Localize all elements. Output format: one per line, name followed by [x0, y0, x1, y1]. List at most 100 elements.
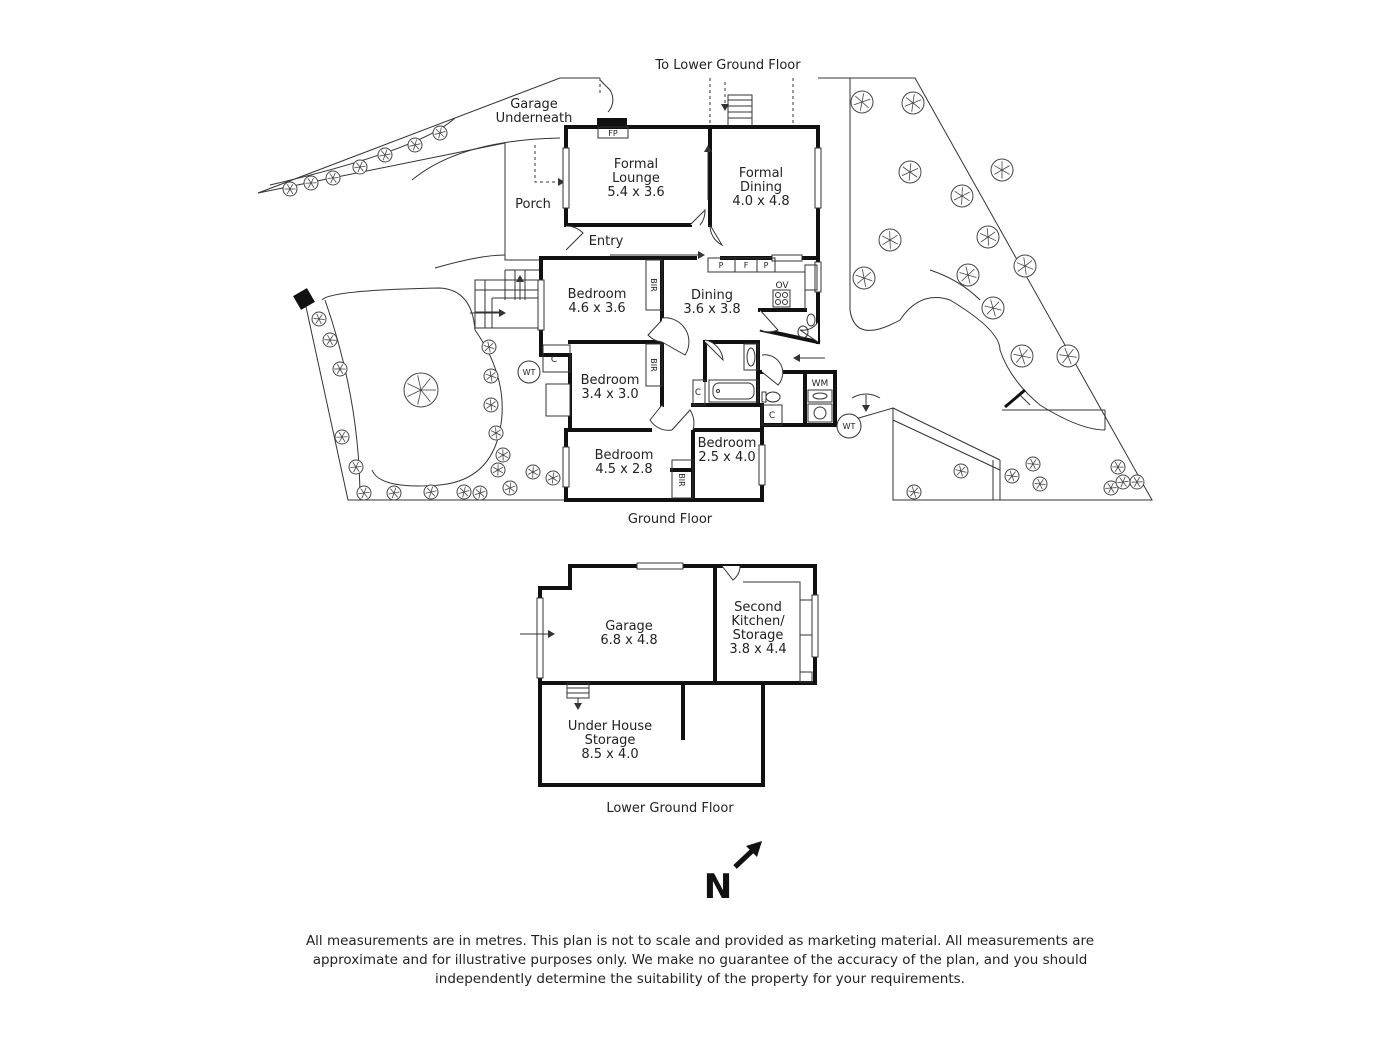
tree-branch — [479, 487, 482, 494]
garage-underneath-label-1: Garage — [510, 97, 558, 112]
tree-branch — [356, 162, 361, 168]
tree-branch — [434, 132, 441, 135]
tree-branch — [987, 231, 996, 238]
tree-branch — [913, 487, 919, 493]
tree-branch — [384, 149, 388, 156]
tree-branch — [318, 318, 325, 320]
tree-branch — [491, 432, 497, 437]
tree-branch — [329, 335, 334, 341]
tree-branch — [1039, 483, 1046, 486]
fridge-label: F — [744, 261, 749, 270]
tree-branch — [502, 454, 509, 458]
tree-branch — [1117, 461, 1122, 468]
tree-branch — [489, 370, 492, 377]
tree-branch — [338, 432, 343, 438]
formal-lounge-dimensions: 5.4 x 3.6 — [607, 185, 664, 200]
tree-branch — [332, 177, 339, 179]
tree-branch — [502, 451, 508, 456]
tree-branch — [479, 490, 486, 494]
tree-branch — [495, 432, 502, 436]
tree-branch — [426, 487, 432, 493]
site-boundary — [257, 77, 1153, 501]
tree-branch — [1133, 481, 1138, 488]
ground-floor-fixtures — [517, 257, 862, 499]
tree-branch — [1017, 265, 1026, 272]
tree-branch — [1011, 475, 1018, 478]
tree-branch — [363, 492, 368, 498]
tree-branch — [353, 466, 357, 473]
tree-branch — [955, 469, 962, 472]
tree-branch — [414, 139, 417, 146]
bedroom-1-dimensions: 4.6 x 3.6 — [568, 301, 625, 316]
tree-branch — [984, 305, 994, 309]
tree-branch — [486, 375, 492, 380]
tree-branch — [863, 277, 867, 287]
tree-branch — [911, 486, 915, 493]
to-lower-ground-label: To Lower Ground Floor — [654, 58, 801, 73]
tree-branch — [487, 341, 490, 348]
tree-branch — [390, 488, 395, 494]
tree-branch — [1059, 354, 1069, 357]
chimney — [597, 118, 627, 127]
tree-branch — [490, 404, 497, 408]
tree-branch — [1136, 481, 1141, 487]
tree-branch — [484, 346, 490, 352]
tree-branch — [1067, 355, 1077, 358]
oven-label: OV — [775, 281, 789, 291]
tree-branch — [308, 182, 312, 189]
tree-branch — [384, 154, 389, 160]
tree-branch — [483, 344, 490, 348]
tree-branch — [475, 488, 481, 494]
garden-trees — [282, 90, 1145, 501]
tree-branch — [439, 132, 445, 138]
tree-branch — [318, 314, 323, 320]
tree-branch — [959, 272, 969, 276]
tree-branch — [882, 239, 891, 246]
tree-branch — [459, 487, 465, 493]
ground-floor-arrows — [470, 145, 881, 412]
tree-branch — [861, 101, 869, 109]
tree-branch — [532, 469, 539, 473]
bir-3-label: BIR — [677, 473, 686, 487]
tree-branch — [912, 102, 921, 109]
north-label: N — [704, 867, 732, 907]
ground-floor-caption: Ground Floor — [628, 512, 713, 527]
tree-branch — [420, 378, 431, 391]
tree-branch — [352, 462, 357, 468]
tree-branch — [965, 266, 969, 276]
tree-branch — [313, 318, 320, 320]
tree-branch — [384, 153, 391, 156]
tree-branch — [486, 404, 492, 409]
tree-branch — [1001, 169, 1010, 175]
tree-branch — [479, 492, 485, 498]
tree-branch — [1122, 480, 1129, 483]
tree-branch — [410, 140, 416, 146]
tree-branch — [286, 183, 291, 190]
tree-branch — [857, 277, 865, 285]
tree-branch — [326, 339, 331, 345]
tree-branch — [994, 165, 1003, 171]
tree-branch — [1006, 474, 1013, 477]
porch-label: Porch — [515, 197, 551, 212]
bedroom-3-dimensions: 4.5 x 2.8 — [595, 462, 652, 477]
tree-branch — [528, 468, 534, 473]
tree-branch — [358, 492, 365, 495]
tree-branch — [1009, 470, 1013, 477]
tree-branch — [439, 127, 442, 134]
tree-branch — [908, 490, 915, 493]
formal-dining-dimensions: 4.0 x 4.8 — [732, 194, 789, 209]
tree-branch — [1039, 483, 1043, 490]
tree-branch — [1023, 257, 1026, 267]
second-kitchen-label-1: Second — [734, 600, 782, 615]
washing-machine-label: WM — [812, 379, 829, 389]
tree-branch — [909, 171, 918, 178]
tree-branch — [960, 470, 967, 473]
tree-branch — [1024, 260, 1033, 267]
tree-branch — [1001, 165, 1010, 171]
tree-branch — [913, 491, 917, 498]
tree-branch — [327, 334, 331, 341]
tree-branch — [979, 232, 989, 238]
tree-branch — [1032, 459, 1037, 465]
tree-branch — [381, 150, 386, 156]
